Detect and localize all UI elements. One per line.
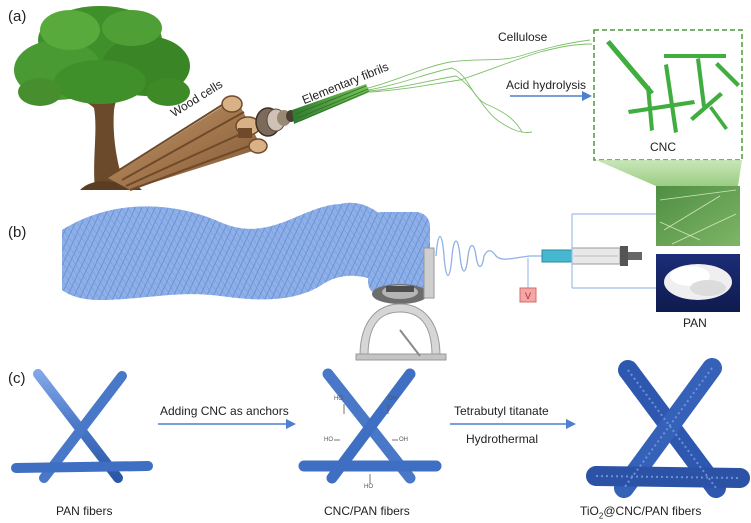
cnc-pan-fibers-label: CNC/PAN fibers [324,504,410,518]
tio2-suffix: @CNC/PAN fibers [603,504,702,518]
acid-hydrolysis-label: Acid hydrolysis [506,78,587,92]
tio2-prefix: TiO [580,504,599,518]
cnc-pan-fibers-illustration [298,368,442,484]
acid-hydrolysis-arrow [510,91,592,101]
tio2-subscript: 2 [598,511,604,521]
electrospinning-jet [435,235,542,277]
pan-fibers-illustration [11,369,153,483]
panel-c [11,358,750,498]
panel-label-c: (c) [8,370,26,387]
adding-cnc-label: Adding CNC as anchors [160,404,289,418]
oh-label-2: OH [388,396,397,402]
panel-a [14,6,743,191]
oh-label-5: HO [364,484,373,490]
tio2-cnc-pan-fibers-illustration [586,358,750,498]
panel-label-b: (b) [8,224,27,241]
cellulose-label: Cellulose [498,30,548,44]
pan-label: PAN [683,316,707,330]
panel-b: V [62,186,740,361]
cnc-photo [656,186,740,246]
magnify-funnel [596,160,742,186]
pan-photo [656,254,740,312]
oh-label-3: HO [324,437,333,443]
tetrabutyl-label: Tetrabutyl titanate [454,404,549,418]
pan-fibers-label: PAN fibers [56,504,113,518]
collector-roller [355,212,447,361]
elementary-fibrils-illustration [292,84,370,124]
wood-cells-illustration [108,95,296,191]
high-voltage-supply: V [519,258,537,303]
arrow-adding-cnc [158,419,296,429]
electrospun-fiber-mat [62,202,380,300]
hydrothermal-label: Hydrothermal [466,432,539,446]
cnc-box [593,29,743,161]
svg-text:V: V [525,291,531,301]
photo-bracket [571,213,656,289]
panel-label-a: (a) [8,8,27,25]
cnc-crystals [606,40,740,133]
oh-label-1: HO [334,396,343,402]
syringe [541,246,642,266]
cellulose-strands [367,39,593,133]
oh-label-4: OH [399,437,408,443]
tree-illustration [14,6,190,190]
arrow-tetrabutyl [450,419,576,429]
cnc-label: CNC [650,140,676,154]
tio2-cnc-pan-fibers-label: TiO2@CNC/PAN fibers [580,504,701,520]
